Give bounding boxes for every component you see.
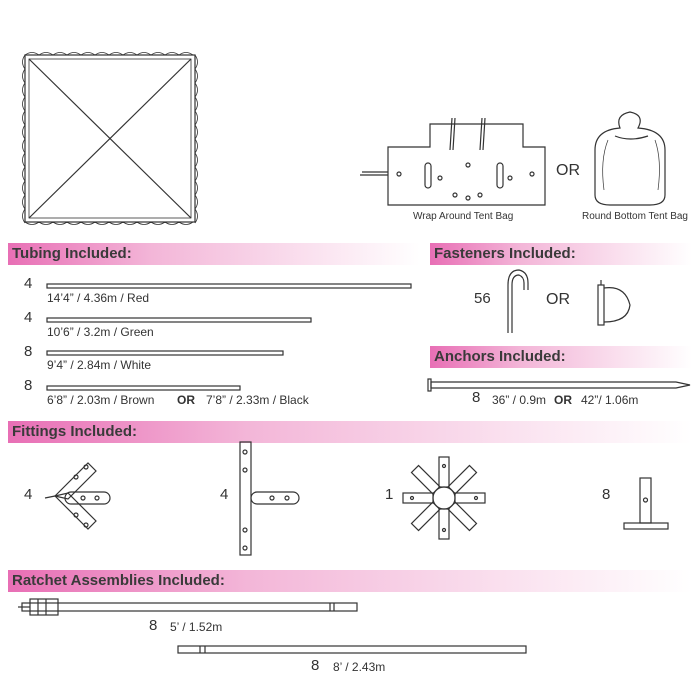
round-bag-label: Round Bottom Tent Bag xyxy=(582,211,688,222)
anchors-qty: 8 xyxy=(472,389,481,406)
tube-green-qty: 4 xyxy=(24,309,33,326)
hairpin-fastener-illustration xyxy=(507,269,529,333)
tube-red-illustration xyxy=(46,283,412,289)
fitting-angle-qty: 4 xyxy=(24,486,33,503)
ratchets-banner-bg xyxy=(8,570,692,592)
ratchet-long-qty: 8 xyxy=(311,657,320,674)
fitting-tee-illustration xyxy=(239,441,300,556)
fitting-base-qty: 8 xyxy=(602,486,611,503)
tube-green-illustration xyxy=(46,317,312,323)
tube-brown-black-illustration xyxy=(46,385,241,391)
tube-white-label: 9’4” / 2.84m / White xyxy=(47,358,152,372)
fitting-hub-qty: 1 xyxy=(385,486,394,503)
ratchet-short-qty: 8 xyxy=(149,617,158,634)
stake-anchor-illustration xyxy=(427,378,691,392)
anchors-banner-bg xyxy=(430,346,692,368)
anchors-label-alt: 42”/ 1.06m xyxy=(581,393,639,407)
fittings-banner-bg xyxy=(8,421,692,443)
tubing-banner-bg xyxy=(8,243,420,265)
fitting-tee-qty: 4 xyxy=(220,486,229,503)
fitting-hub-illustration xyxy=(402,456,486,540)
fasteners-qty: 56 xyxy=(474,290,491,307)
ratchet-short-label: 5’ / 1.52m xyxy=(170,620,223,634)
wrap-around-tent-bag-illustration xyxy=(360,117,546,206)
fasteners-banner-bg xyxy=(430,243,692,265)
wrap-bag-label: Wrap Around Tent Bag xyxy=(413,211,514,222)
tube-green-label: 10’6” / 3.2m / Green xyxy=(47,325,154,339)
tube-red-label: 14’4” / 4.36m / Red xyxy=(47,291,150,305)
ratchet-assembly-short-illustration xyxy=(18,598,358,616)
anchors-label: 36” / 0.9m xyxy=(492,393,547,407)
tent-canopy-illustration xyxy=(22,52,198,225)
tube-red-qty: 4 xyxy=(24,275,33,292)
fasteners-or-label: OR xyxy=(546,291,570,308)
ratchet-assembly-long-illustration xyxy=(177,645,527,654)
tube-white-illustration xyxy=(46,350,284,356)
anchors-or-label: OR xyxy=(554,393,572,407)
tube-brown-qty: 8 xyxy=(24,377,33,394)
fitting-base-plate-illustration xyxy=(623,477,669,530)
lynch-pin-fastener-illustration xyxy=(597,280,631,326)
fitting-angle-illustration xyxy=(44,462,111,530)
bag-or-label: OR xyxy=(556,162,580,179)
tube-brown-label: 6’8” / 2.03m / Brown xyxy=(47,393,155,407)
ratchet-long-label: 8’ / 2.43m xyxy=(333,660,386,674)
tube-or-label: OR xyxy=(177,393,195,407)
tube-white-qty: 8 xyxy=(24,343,33,360)
tube-black-label: 7’8” / 2.33m / Black xyxy=(206,393,309,407)
round-bottom-tent-bag-illustration xyxy=(594,111,666,206)
